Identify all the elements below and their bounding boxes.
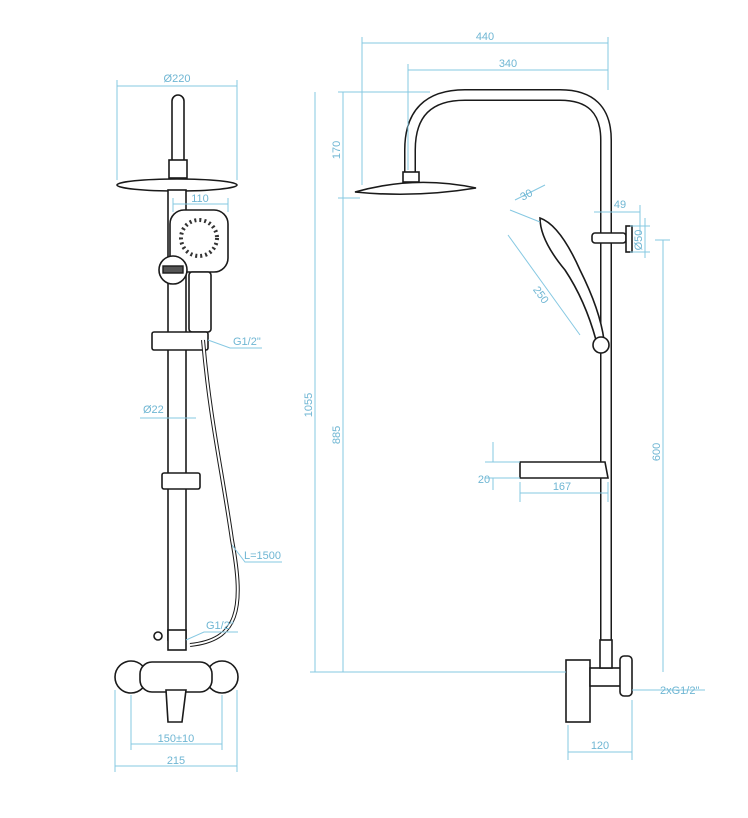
mixer-connector-side bbox=[589, 667, 623, 687]
label-head-drop: 170 bbox=[331, 141, 343, 159]
label-head-height: 885 bbox=[331, 426, 343, 444]
label-hand-shower-width: 110 bbox=[191, 193, 209, 205]
hand-shower-handle bbox=[188, 271, 212, 333]
label-mixer-spacing: 150±10 bbox=[158, 733, 195, 745]
label-mixer-width: 215 bbox=[167, 755, 185, 767]
dimension-lines bbox=[114, 37, 705, 772]
slider bbox=[151, 331, 209, 351]
label-hand-shower-thickness: 30 bbox=[518, 187, 534, 203]
shower-hose bbox=[189, 339, 240, 647]
label-hose-thread-top: G1/2" bbox=[233, 336, 261, 348]
mixer-body-side bbox=[565, 659, 591, 723]
label-hose-length: L=1500 bbox=[244, 550, 281, 562]
label-hand-shower-length: 250 bbox=[530, 284, 550, 306]
label-shelf-depth: 167 bbox=[553, 481, 571, 493]
wall-bracket-arm bbox=[591, 232, 627, 244]
label-bracket-height: 600 bbox=[651, 443, 663, 461]
shelf-bracket bbox=[161, 472, 201, 490]
label-shelf-thickness: 20 bbox=[478, 474, 490, 486]
head-arm bbox=[171, 94, 185, 166]
diverter-knob bbox=[153, 631, 163, 641]
head-connector-side bbox=[402, 171, 420, 183]
label-rail-diameter: Ø22 bbox=[143, 404, 164, 416]
diverter-side bbox=[599, 639, 613, 669]
label-total-reach: 440 bbox=[476, 31, 494, 43]
head-connector bbox=[168, 159, 188, 179]
front-view bbox=[114, 94, 240, 723]
spray-nozzles bbox=[179, 218, 219, 258]
dimension-labels: Ø220 110 G1/2" Ø22 L=1500 G1/2" 150±10 2… bbox=[143, 31, 699, 767]
side-view bbox=[354, 89, 633, 723]
label-inlet-threads: 2xG1/2" bbox=[660, 685, 699, 697]
holder-side bbox=[592, 336, 610, 354]
label-wall-bracket-diameter: Ø50 bbox=[633, 230, 645, 251]
label-arm-reach: 340 bbox=[499, 58, 517, 70]
mixer-lever bbox=[165, 689, 187, 723]
wall-bracket-plate bbox=[625, 225, 633, 253]
mixer-body bbox=[139, 661, 213, 693]
holder-knob bbox=[162, 265, 184, 274]
label-total-height: 1055 bbox=[303, 393, 315, 417]
label-hose-thread-bottom: G1/2" bbox=[206, 620, 234, 632]
label-holder-offset: 49 bbox=[614, 199, 626, 211]
rain-shower-head-side bbox=[354, 181, 477, 196]
shelf bbox=[519, 461, 609, 479]
wall-flange-side bbox=[619, 655, 633, 697]
diverter bbox=[167, 629, 187, 651]
shower-arm bbox=[404, 89, 612, 640]
label-head-diameter: Ø220 bbox=[164, 73, 191, 85]
label-mixer-depth: 120 bbox=[591, 740, 609, 752]
